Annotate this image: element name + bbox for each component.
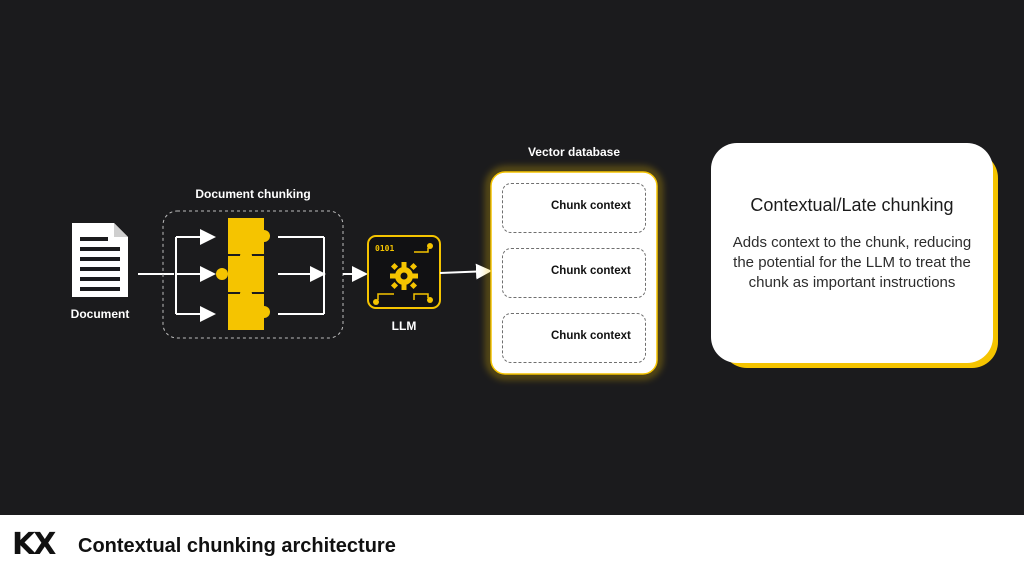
footer-title: Contextual chunking architecture bbox=[78, 535, 396, 557]
chunk-label-3: Chunk context bbox=[551, 330, 631, 342]
info-card: Contextual/Late chunking Adds context to… bbox=[711, 143, 993, 363]
chunk-box-1: Chunk context bbox=[502, 183, 646, 233]
kx-logo: KX bbox=[12, 527, 56, 562]
chunk-box-2: Chunk context bbox=[502, 248, 646, 298]
chunking-label: Document chunking bbox=[195, 187, 311, 201]
vector-db-label: Vector database bbox=[527, 145, 621, 159]
chunk-box-3: Chunk context bbox=[502, 313, 646, 363]
puzzle-icon bbox=[216, 218, 270, 330]
document-label: Document bbox=[70, 307, 130, 321]
chunk-label-2: Chunk context bbox=[551, 265, 631, 277]
info-card-body: Adds context to the chunk, reducing the … bbox=[732, 234, 972, 291]
footer: KX Contextual chunking architecture bbox=[0, 515, 1024, 576]
info-card-title: Contextual/Late chunking bbox=[750, 195, 954, 215]
arrow-llm-to-db bbox=[439, 263, 492, 280]
document-icon bbox=[72, 223, 128, 297]
llm-label: LLM bbox=[391, 319, 417, 333]
gear-icon bbox=[390, 262, 418, 290]
chunk-label-1: Chunk context bbox=[551, 200, 631, 212]
llm-chip-text: 0101 bbox=[375, 244, 395, 253]
